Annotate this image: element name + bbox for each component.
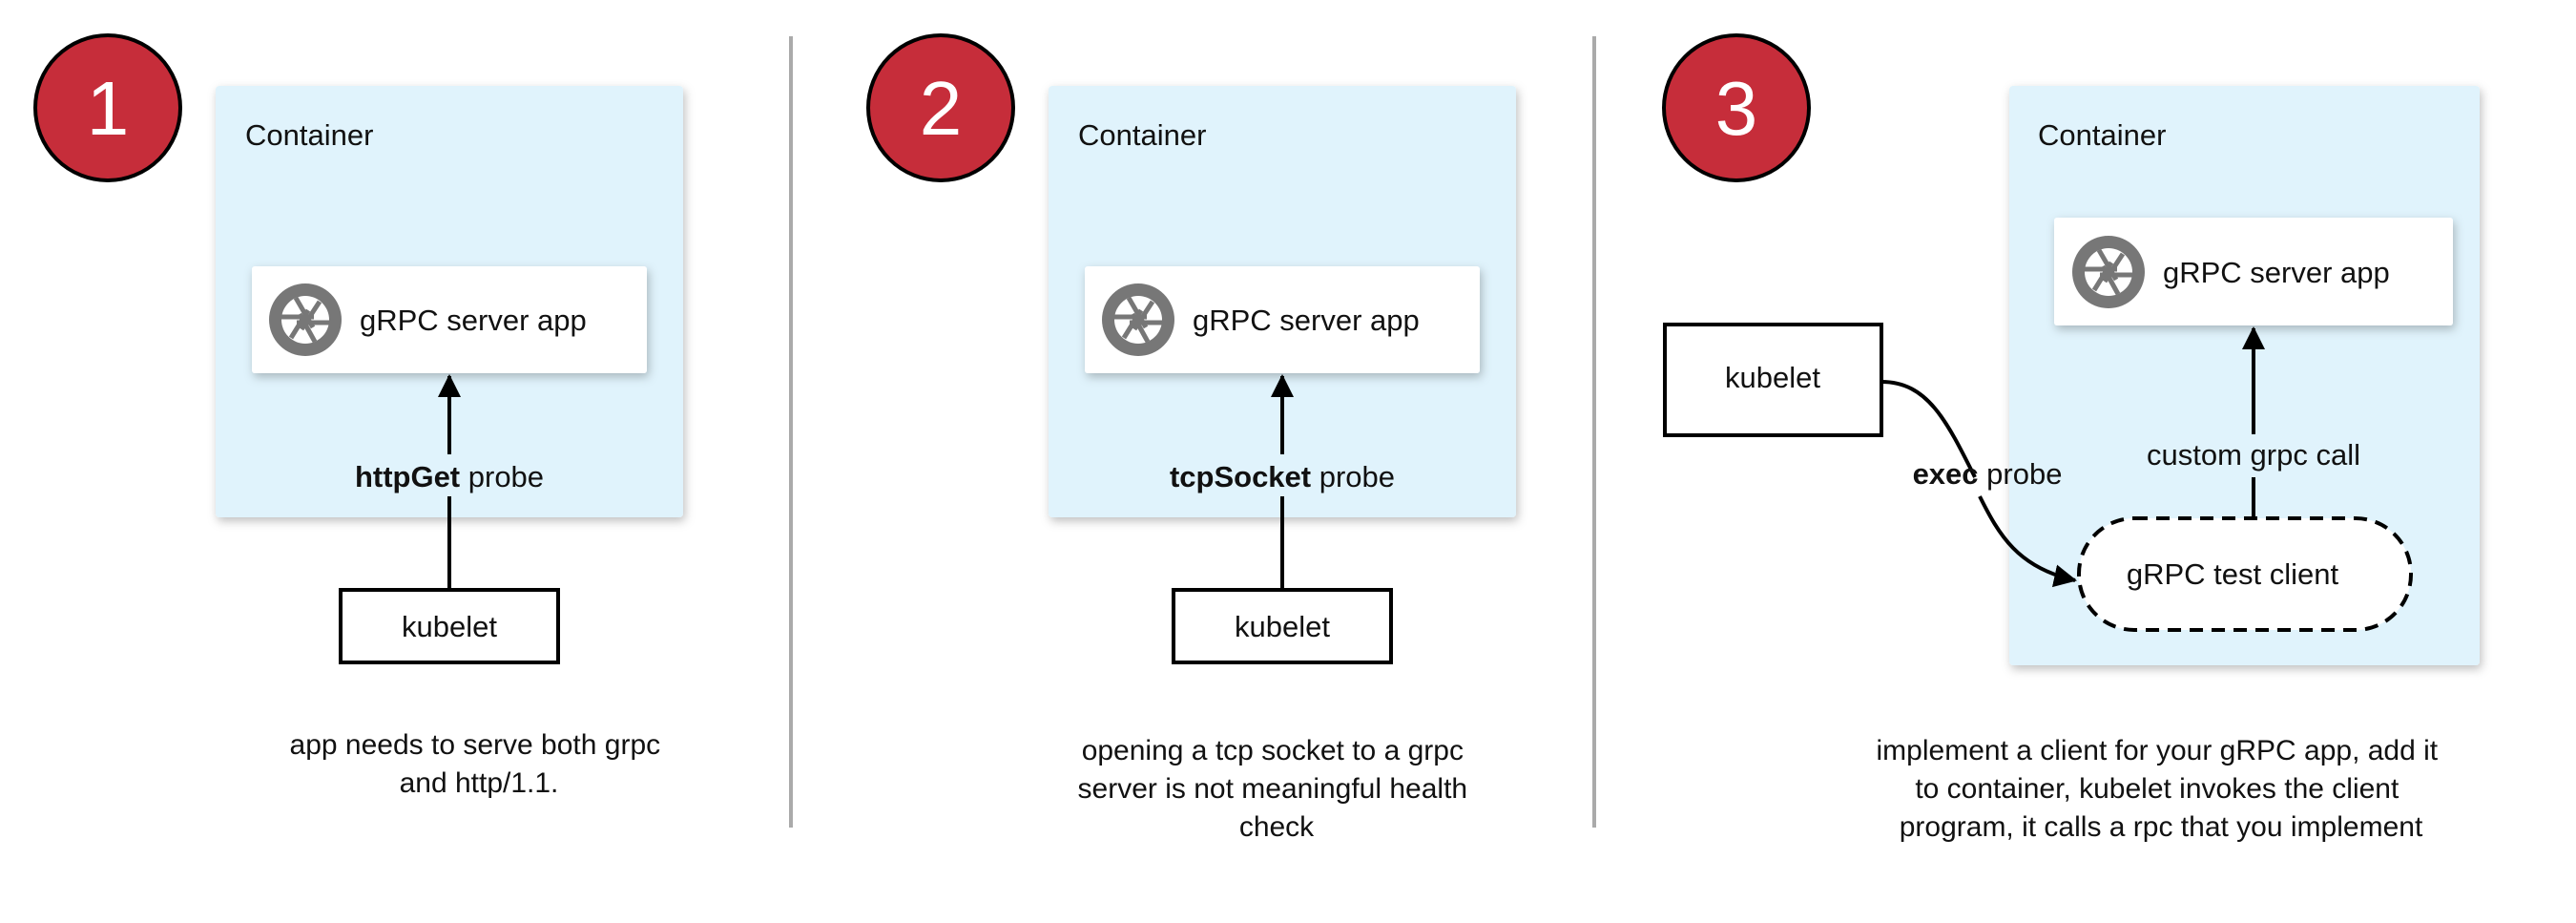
- panel-1: 1 Container gRPC server app httpGet prob…: [33, 33, 683, 799]
- server-app-label: gRPC server app: [360, 304, 587, 337]
- step-number: 1: [87, 66, 130, 151]
- caption: app needs to serve both grpc and http/1.…: [290, 729, 669, 799]
- kubelet-label: kubelet: [1725, 361, 1820, 394]
- probe-label: exec probe: [1913, 457, 2063, 491]
- container-label: Container: [2038, 118, 2166, 152]
- container-label: Container: [1078, 118, 1206, 152]
- caption: opening a tcp socket to a grpc server is…: [1078, 735, 1476, 843]
- server-app-label: gRPC server app: [1193, 304, 1420, 337]
- container-label: Container: [245, 118, 373, 152]
- step-number: 3: [1715, 66, 1758, 151]
- kubelet-box: [339, 588, 560, 664]
- kubelet-label: kubelet: [1235, 610, 1330, 643]
- panel-2: 2 Container gRPC server app tcpSocket pr…: [866, 33, 1516, 843]
- kubelet-label: kubelet: [402, 610, 497, 643]
- server-app-box: [1085, 266, 1480, 373]
- exec-arrow: [1978, 495, 2077, 588]
- grpc-aperture-icon: [1102, 283, 1174, 356]
- panel-3: 3 Container gRPC server app custom grpc …: [1662, 33, 2480, 843]
- caption: implement a client for your gRPC app, ad…: [1877, 735, 2446, 843]
- server-app-box: [2054, 218, 2453, 325]
- exec-arrow: [1880, 380, 1977, 478]
- step-badge: [1662, 33, 1811, 182]
- step-badge: [33, 33, 182, 182]
- step-number: 2: [920, 66, 963, 151]
- server-app-box: [252, 266, 647, 373]
- probe-label: httpGet probe: [355, 460, 544, 493]
- test-client-pill: [2077, 516, 2413, 632]
- step-badge: [866, 33, 1015, 182]
- kubelet-box: [1172, 588, 1393, 664]
- probe-label: tcpSocket probe: [1170, 460, 1395, 493]
- grpc-aperture-icon: [269, 283, 342, 356]
- call-label: custom grpc call: [2147, 438, 2360, 472]
- grpc-aperture-icon: [2072, 236, 2145, 308]
- test-client-label: gRPC test client: [2127, 557, 2339, 591]
- server-app-label: gRPC server app: [2163, 256, 2390, 289]
- kubelet-box: [1663, 323, 1883, 437]
